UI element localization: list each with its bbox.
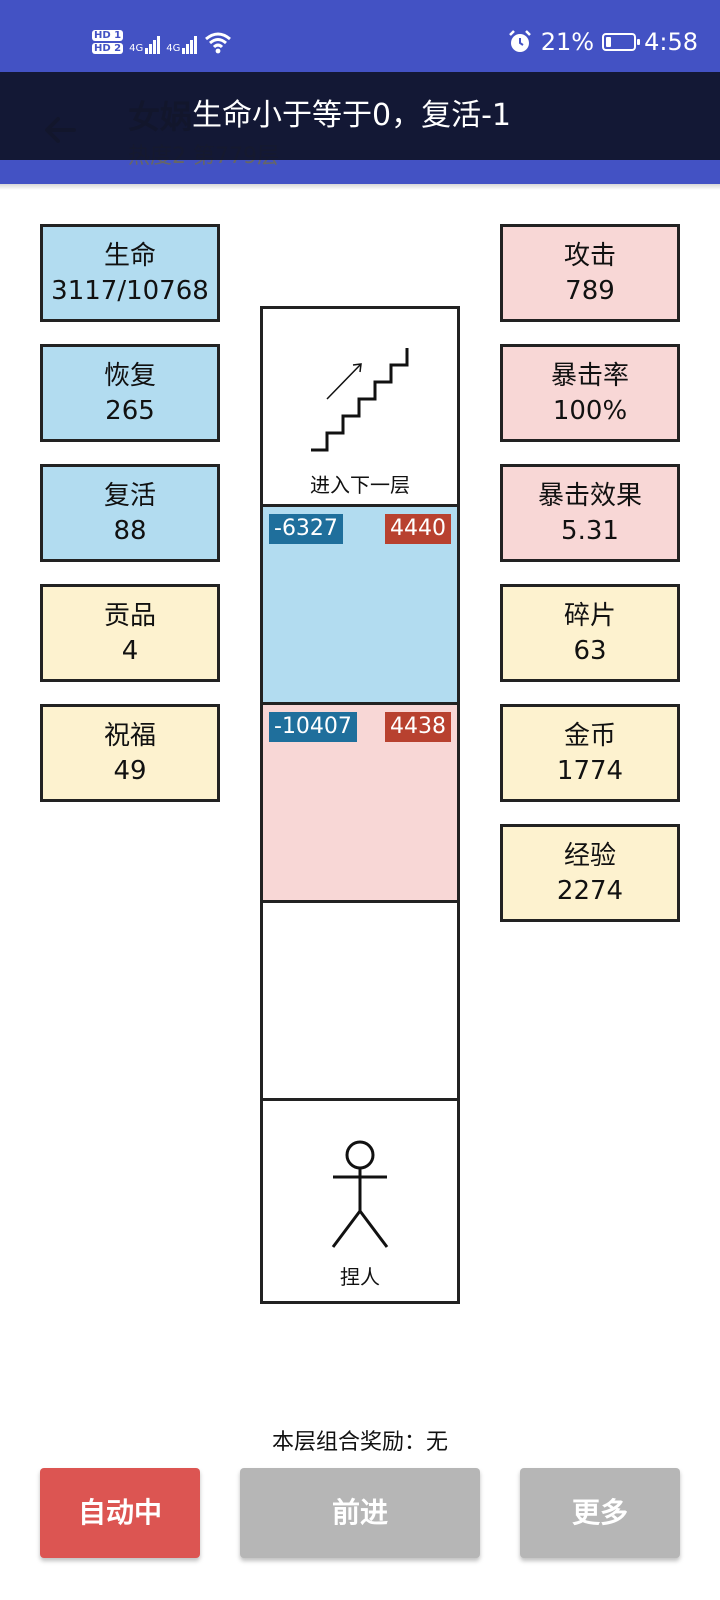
next-floor-cell[interactable]: 进入下一层 [263, 309, 457, 507]
stat-crit-rate: 暴击率 100% [500, 344, 680, 442]
stat-value: 1774 [556, 756, 624, 786]
stat-label: 复活 [103, 481, 156, 511]
stat-label: 贡品 [103, 601, 156, 631]
stat-value: 3117/10768 [51, 276, 209, 306]
stat-label: 攻击 [563, 241, 616, 271]
battery-fill [606, 37, 612, 47]
signal-icon: 4G [129, 30, 161, 54]
floor-reward-text: 本层组合奖励：无 [271, 1430, 448, 1455]
stat-value: 2274 [556, 876, 624, 906]
status-right: 21% 4:58 [507, 22, 698, 62]
battery-percent: 21% [540, 28, 595, 56]
stat-label: 生命 [103, 241, 156, 271]
net1-label: 4G [129, 43, 144, 54]
status-left: HD 1 HD 2 4G 4G [92, 22, 233, 62]
auto-button[interactable]: 自动中 [40, 1468, 200, 1558]
stat-label: 暴击效果 [537, 481, 642, 511]
stat-gold: 金币 1774 [500, 704, 680, 802]
stat-label: 祝福 [103, 721, 156, 751]
stat-tribute: 贡品 4 [40, 584, 220, 682]
stat-crit-effect: 暴击效果 5.31 [500, 464, 680, 562]
more-button[interactable]: 更多 [520, 1468, 680, 1558]
hd1-badge: HD 1 [92, 30, 124, 41]
player-cell[interactable]: 捏人 [263, 1101, 457, 1301]
stat-value: 5.31 [561, 516, 619, 546]
toast-message: 生命小于等于0，复活-1 [0, 72, 720, 160]
stat-value: 63 [573, 636, 607, 666]
stairs-icon [311, 348, 409, 452]
battery-icon [602, 33, 641, 51]
forward-button[interactable]: 前进 [240, 1468, 480, 1558]
stat-blessing: 祝福 49 [40, 704, 220, 802]
stat-hp: 生命 3117/10768 [40, 224, 220, 322]
hd-indicators: HD 1 HD 2 [92, 30, 124, 54]
stat-label: 碎片 [563, 601, 616, 631]
stat-regen: 恢复 265 [40, 344, 220, 442]
stat-label: 暴击率 [550, 361, 629, 391]
stat-label: 金币 [563, 721, 616, 751]
power-badge: 4440 [385, 514, 451, 544]
stat-fragments: 碎片 63 [500, 584, 680, 682]
stat-value: 265 [105, 396, 155, 426]
stick-figure-icon [331, 1140, 389, 1248]
stat-label: 恢复 [103, 361, 156, 391]
stat-exp: 经验 2274 [500, 824, 680, 922]
alarm-icon [508, 30, 531, 52]
enemy-cell-2[interactable]: -10407 4438 [263, 705, 457, 903]
damage-badge: -6327 [269, 514, 343, 544]
stat-value: 789 [565, 276, 615, 306]
stat-label: 经验 [563, 841, 616, 871]
stat-value: 100% [552, 396, 628, 426]
clock: 4:58 [644, 28, 698, 56]
tower-column: 进入下一层 -6327 4440 -10407 4438 捏人 [260, 306, 460, 1304]
next-floor-label: 进入下一层 [310, 473, 410, 497]
enemy-cell-1[interactable]: -6327 4440 [263, 507, 457, 705]
net2-label: 4G [166, 43, 181, 54]
player-label: 捏人 [340, 1265, 380, 1289]
empty-cell [263, 903, 457, 1101]
power-badge: 4438 [385, 712, 451, 742]
stat-attack: 攻击 789 [500, 224, 680, 322]
stat-revive: 复活 88 [40, 464, 220, 562]
damage-badge: -10407 [269, 712, 357, 742]
app-bar-shadow [0, 184, 720, 190]
stat-value: 88 [113, 516, 147, 546]
stat-value: 4 [121, 636, 139, 666]
signal-icon-2: 4G [166, 30, 198, 54]
stat-value: 49 [113, 756, 147, 786]
hd2-badge: HD 2 [92, 43, 124, 54]
wifi-icon [205, 32, 232, 54]
